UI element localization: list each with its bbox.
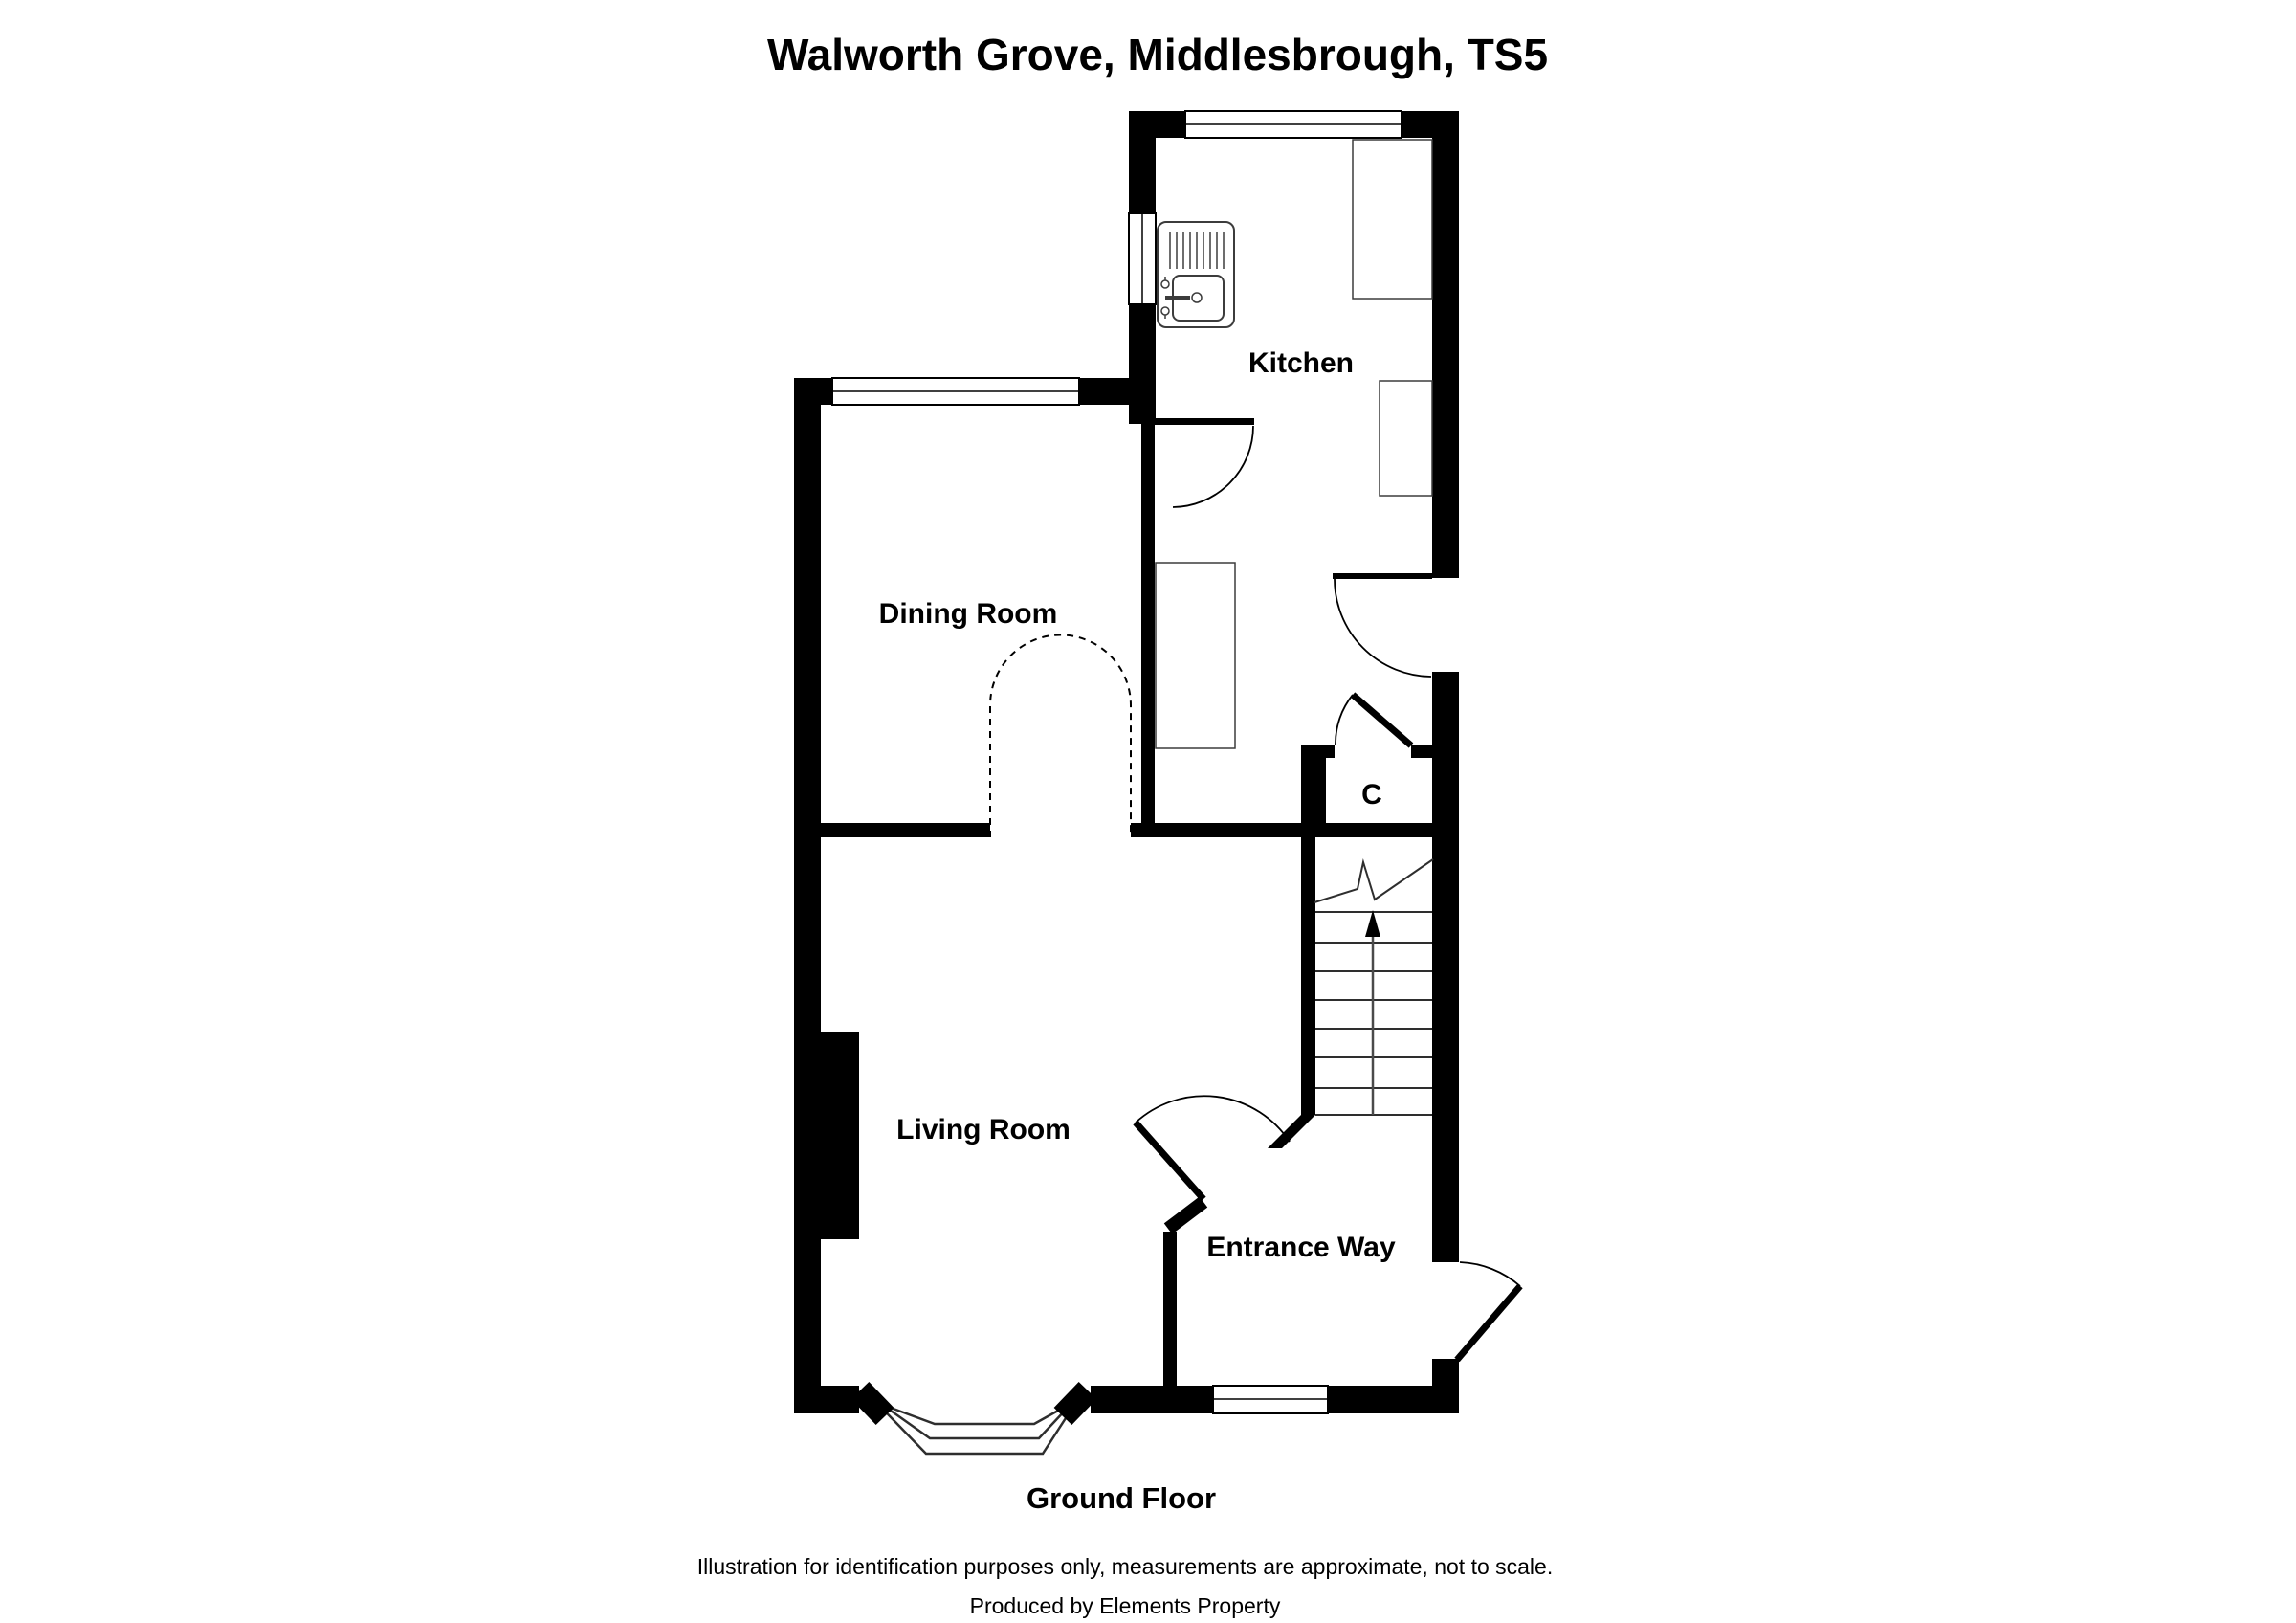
chimney-breast bbox=[821, 1032, 859, 1239]
page-title: Walworth Grove, Middlesbrough, TS5 bbox=[767, 30, 1548, 79]
interior-walls bbox=[821, 405, 1432, 1386]
bay-window bbox=[850, 1381, 1097, 1456]
stairs-up-arrow bbox=[1365, 910, 1380, 1115]
kitchen-sink bbox=[1157, 221, 1235, 328]
kitchen-label: Kitchen bbox=[1248, 347, 1354, 379]
disclaimer-note: Illustration for identification purposes… bbox=[697, 1554, 1553, 1579]
door-back bbox=[1333, 573, 1432, 678]
door-kitchen bbox=[1172, 425, 1254, 508]
exterior-walls bbox=[794, 111, 1459, 1413]
door-living-room bbox=[1133, 1095, 1291, 1202]
sink-taps-icon bbox=[1160, 277, 1203, 319]
stair-break-line bbox=[1314, 858, 1434, 903]
cupboard-label: C bbox=[1361, 779, 1382, 811]
living-room-label: Living Room bbox=[896, 1114, 1071, 1145]
arch-opening bbox=[989, 634, 1132, 837]
stairs bbox=[1314, 858, 1434, 1116]
kitchen-counter-lower bbox=[1379, 380, 1433, 497]
window-entrance bbox=[1212, 1385, 1329, 1414]
producer-note: Produced by Elements Property bbox=[970, 1593, 1281, 1618]
sink-drainer-icon bbox=[1169, 232, 1225, 269]
kitchen-counter-upper bbox=[1352, 139, 1433, 300]
door-cupboard bbox=[1335, 692, 1414, 748]
window-kitchen-top bbox=[1184, 110, 1402, 139]
entrance-way-label: Entrance Way bbox=[1206, 1232, 1396, 1263]
hall-unit bbox=[1155, 562, 1236, 749]
dining-room-label: Dining Room bbox=[879, 598, 1058, 630]
window-dining bbox=[831, 377, 1080, 406]
floor-label: Ground Floor bbox=[1027, 1481, 1216, 1515]
window-kitchen-side bbox=[1128, 212, 1157, 305]
door-front-entrance bbox=[1454, 1261, 1523, 1363]
